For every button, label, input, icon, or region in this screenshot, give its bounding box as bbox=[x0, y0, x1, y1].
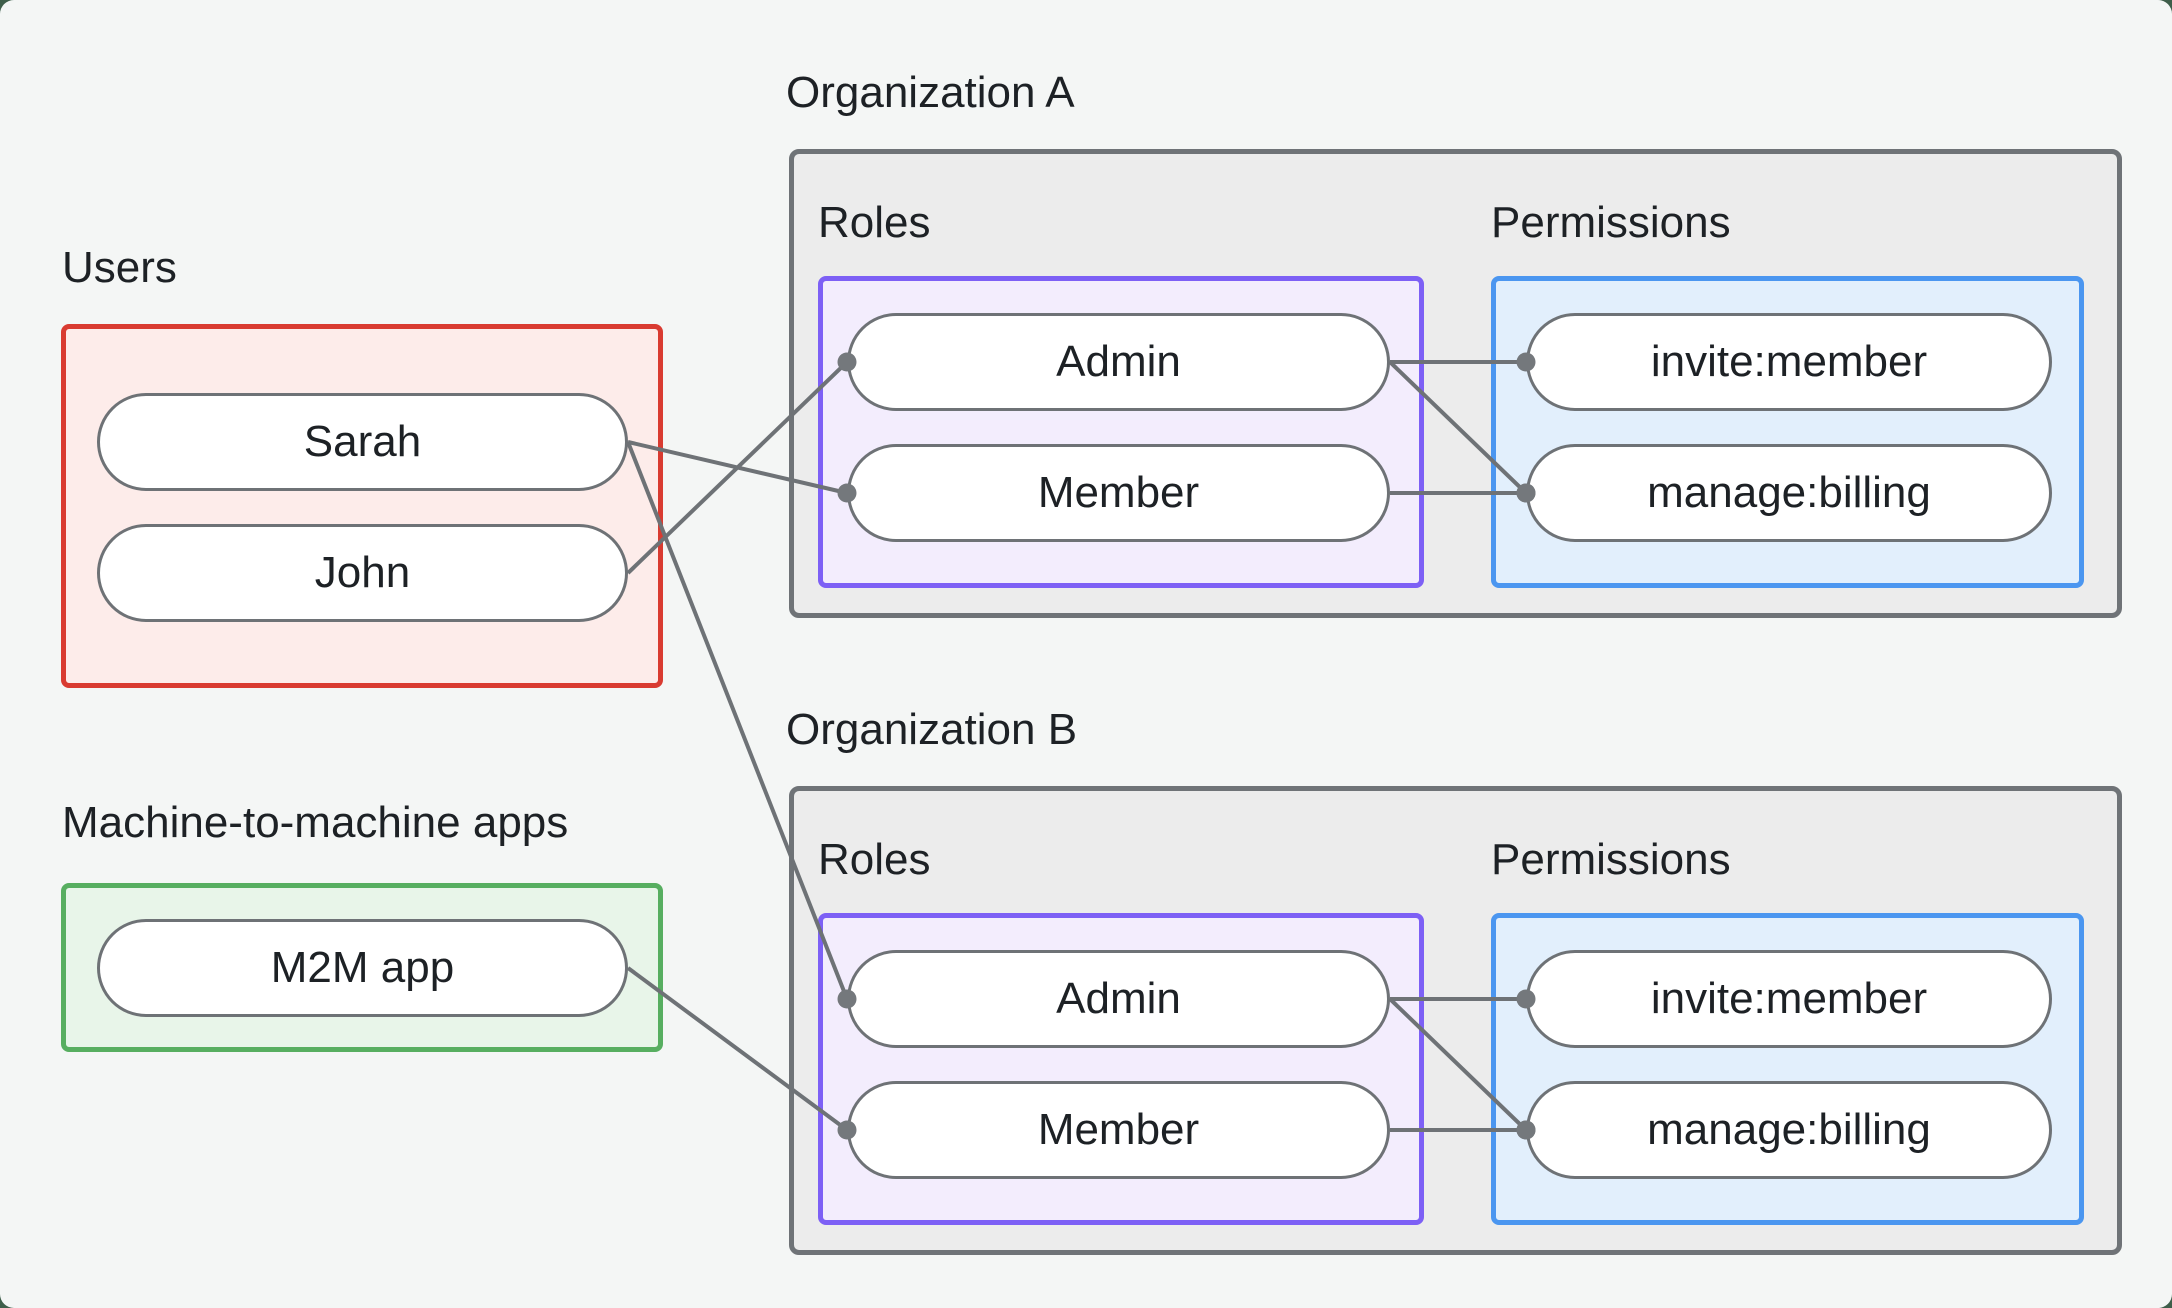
org-b-permissions-box: invite:member manage:billing bbox=[1491, 913, 2084, 1225]
org-b-roles-label: Roles bbox=[818, 835, 931, 884]
org-a-role-admin-node: Admin bbox=[847, 313, 1390, 411]
org-a-roles-label: Roles bbox=[818, 198, 931, 247]
m2m-app-node: M2M app bbox=[97, 919, 628, 1017]
org-a-roles-box: Admin Member bbox=[818, 276, 1424, 588]
org-b-role-member-node: Member bbox=[847, 1081, 1390, 1179]
org-b-role-admin-node: Admin bbox=[847, 950, 1390, 1048]
org-a-permissions-box: invite:member manage:billing bbox=[1491, 276, 2084, 588]
m2m-group-label: Machine-to-machine apps bbox=[62, 798, 569, 847]
org-b-permission-manage-billing-node: manage:billing bbox=[1526, 1081, 2052, 1179]
org-b-roles-box: Admin Member bbox=[818, 913, 1424, 1225]
org-a-role-member-node: Member bbox=[847, 444, 1390, 542]
m2m-group-box: M2M app bbox=[61, 883, 663, 1052]
org-b-box: Roles Permissions Admin Member invite:me… bbox=[789, 786, 2122, 1255]
org-b-permissions-label: Permissions bbox=[1491, 835, 1731, 884]
user-node-sarah: Sarah bbox=[97, 393, 628, 491]
users-group-label: Users bbox=[62, 243, 177, 292]
org-b-label: Organization B bbox=[786, 705, 1078, 754]
org-a-permission-invite-member-node: invite:member bbox=[1526, 313, 2052, 411]
org-a-permissions-label: Permissions bbox=[1491, 198, 1731, 247]
user-node-john: John bbox=[97, 524, 628, 622]
org-a-label: Organization A bbox=[786, 68, 1075, 117]
org-a-permission-manage-billing-node: manage:billing bbox=[1526, 444, 2052, 542]
org-b-permission-invite-member-node: invite:member bbox=[1526, 950, 2052, 1048]
users-group-box: Sarah John bbox=[61, 324, 663, 688]
org-a-box: Roles Permissions Admin Member invite:me… bbox=[789, 149, 2122, 618]
